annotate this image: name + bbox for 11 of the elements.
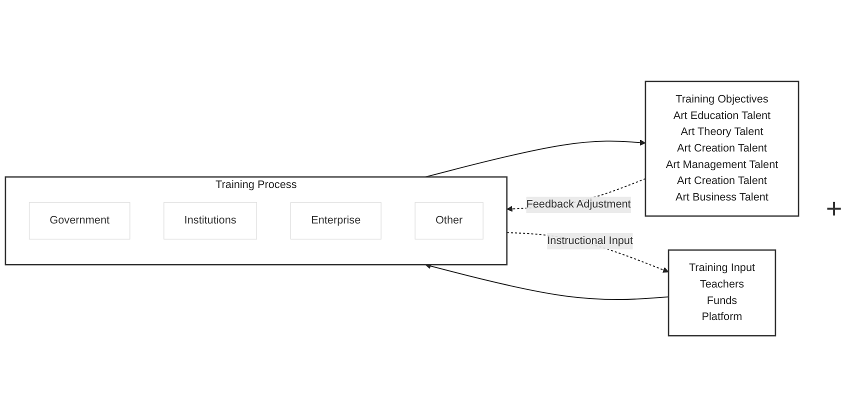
node-box: Other <box>414 202 484 240</box>
node-box: Enterprise <box>290 202 382 240</box>
arrow <box>425 263 669 300</box>
node-box: Training Objectives Art Education Talent Art Theory Talent Art Creation Talent Art Management Talent Art Creation Talent Art Business Talent <box>644 80 800 217</box>
node-box: Government <box>28 202 130 240</box>
node-box: Training Input Teachers Funds Platform <box>668 249 776 336</box>
arrow <box>506 232 669 273</box>
plus-sign: + <box>824 192 844 224</box>
node-box: Institutions <box>164 202 258 240</box>
edge-label: Feedback Adjustment <box>526 198 631 210</box>
edge-label: Instructional Input <box>547 235 633 247</box>
